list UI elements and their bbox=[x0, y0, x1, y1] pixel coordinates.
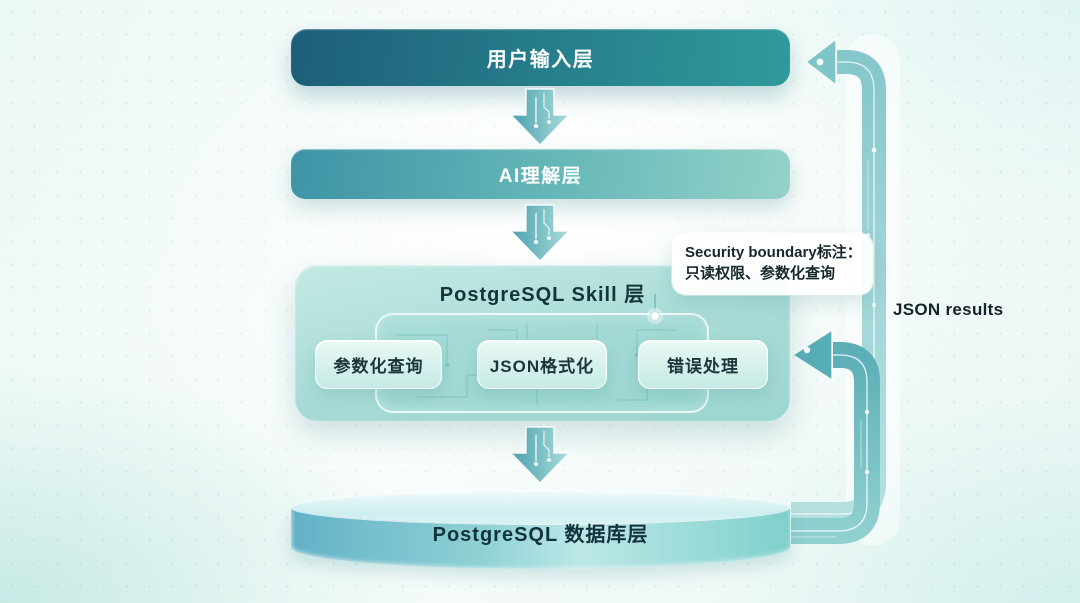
layer-postgresql-skill: PostgreSQL Skill 层 参数化查询 bbox=[295, 265, 790, 421]
security-boundary-callout-line2: 只读权限、参数化查询 bbox=[685, 265, 836, 282]
layer-user-input-label: 用户输入层 bbox=[486, 49, 595, 71]
down-arrow-icon bbox=[510, 88, 570, 146]
skill-module-json-formatting: JSON格式化 bbox=[477, 340, 607, 389]
skill-module-label: 参数化查询 bbox=[333, 357, 424, 376]
cylinder-top-icon bbox=[291, 490, 790, 524]
down-arrow-icon bbox=[510, 426, 570, 484]
layer-postgresql-database-label: PostgreSQL 数据库层 bbox=[432, 524, 649, 546]
security-boundary-callout: Security boundary标注： 只读权限、参数化查询 bbox=[672, 233, 873, 295]
feedback-arrow-mid-icon bbox=[791, 328, 880, 544]
skill-layer-title: PostgreSQL Skill 层 bbox=[439, 284, 646, 306]
layer-postgresql-database: PostgreSQL 数据库层 bbox=[291, 490, 790, 576]
skill-module-parameterized-query: 参数化查询 bbox=[315, 340, 442, 389]
json-results-label: JSON results bbox=[893, 300, 1004, 319]
skill-module-label: JSON格式化 bbox=[489, 357, 595, 376]
security-boundary-callout-line1: Security boundary标注： bbox=[685, 244, 862, 261]
layer-user-input: 用户输入层 bbox=[291, 29, 790, 86]
down-arrow-icon bbox=[510, 204, 570, 262]
layer-ai-understanding: AI理解层 bbox=[291, 149, 790, 199]
layer-ai-understanding-label: AI理解层 bbox=[498, 165, 583, 187]
skill-module-label: 错误处理 bbox=[667, 357, 739, 376]
skill-module-error-handling: 错误处理 bbox=[638, 340, 768, 389]
